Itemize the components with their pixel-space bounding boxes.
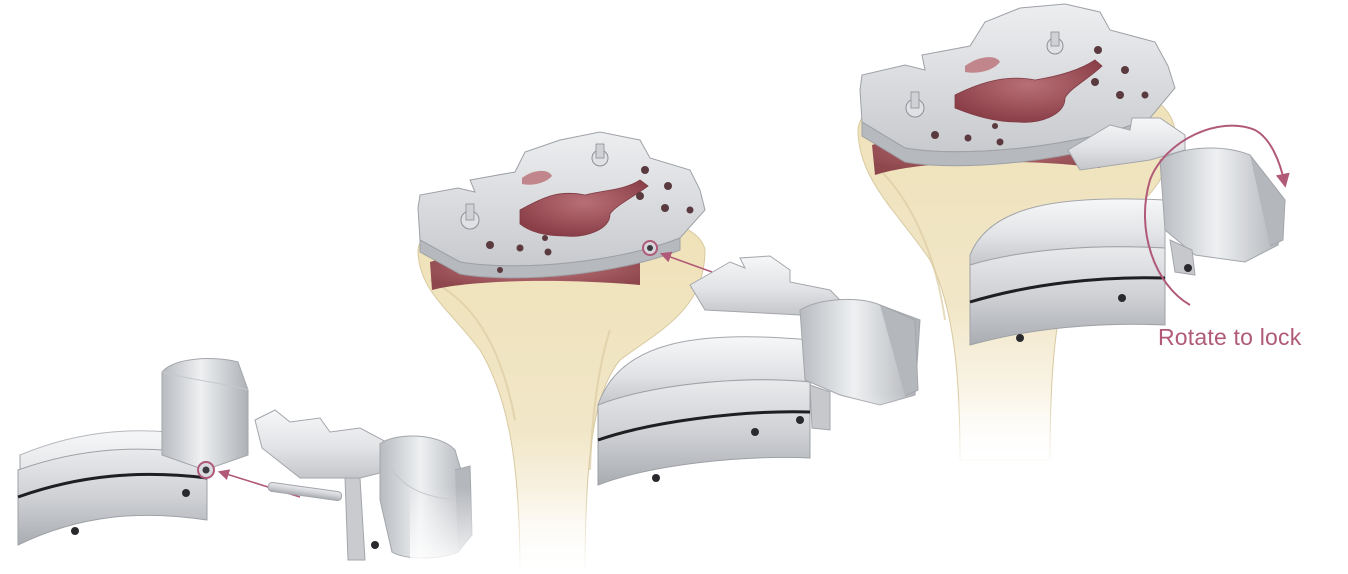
tibial-tray-2 [418, 132, 705, 278]
step-1-assemble-handle [18, 359, 472, 560]
step-3-rotate-to-lock [850, 4, 1285, 470]
handle-block [18, 359, 248, 545]
step-2-insert-into-tibial-tray [410, 132, 920, 574]
rotate-to-lock-label: Rotate to lock [1158, 324, 1301, 351]
